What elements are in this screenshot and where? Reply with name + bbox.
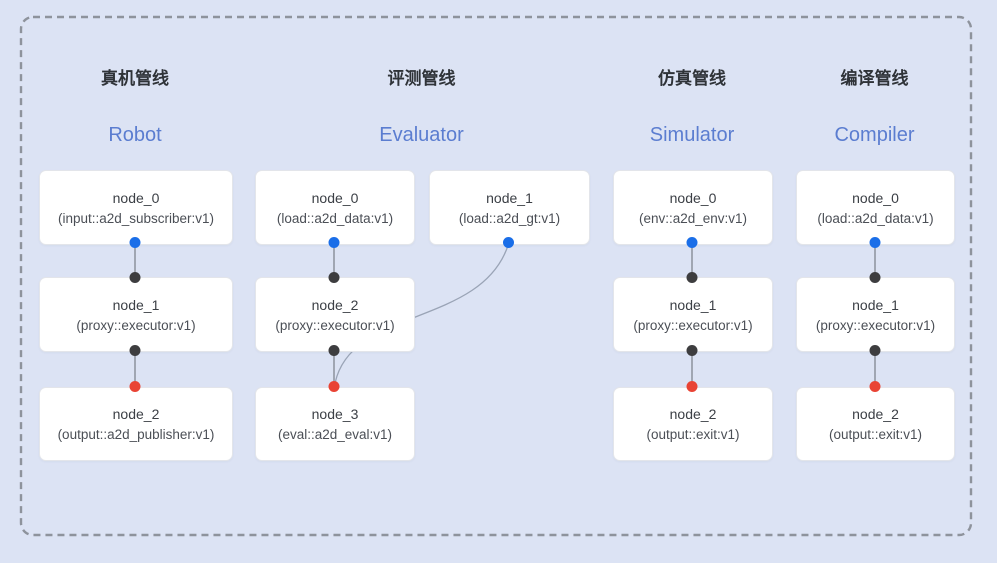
node-box-simulator-2: node_2 (output::exit:v1) (613, 387, 773, 461)
pipeline-title-cn-simulator: 仿真管线 (658, 69, 726, 88)
node-box-evaluator-0: node_0 (load::a2d_data:v1) (255, 170, 415, 245)
node-subtitle: (proxy::executor:v1) (76, 317, 196, 333)
node-subtitle: (eval::a2d_eval:v1) (277, 427, 393, 442)
node-box-simulator-0: node_0 (env::a2d_env:v1) (613, 170, 773, 245)
node-title: node_0 (669, 189, 717, 206)
node-box-compiler-0: node_0 (load::a2d_data:v1) (796, 170, 955, 245)
node-box-evaluator-1-gt: node_1 (load::a2d_gt:v1) (429, 170, 590, 245)
node-box-evaluator-2: node_2 (proxy::executor:v1) (255, 277, 415, 352)
node-subtitle: (load::a2d_data:v1) (276, 210, 394, 226)
node-subtitle: (env::a2d_env:v1) (638, 210, 748, 226)
node-box-evaluator-3: node_3 (eval::a2d_eval:v1) (255, 387, 415, 461)
pipeline-title-cn-robot: 真机管线 (101, 69, 169, 88)
node-subtitle: (proxy::executor:v1) (275, 317, 395, 333)
pipeline-title-en-simulator: Simulator (649, 124, 735, 146)
pipeline-title-cn-evaluator: 评测管线 (387, 69, 456, 88)
node-box-simulator-1: node_1 (proxy::executor:v1) (613, 277, 773, 352)
node-subtitle: (input::a2d_subscriber:v1) (57, 210, 215, 226)
node-subtitle: (load::a2d_gt:v1) (458, 210, 561, 226)
node-title: node_0 (852, 189, 899, 206)
node-subtitle: (output::exit:v1) (646, 427, 740, 442)
node-box-robot-2: node_2 (output::a2d_publisher:v1) (39, 387, 233, 461)
pipeline-title-en-compiler: Compiler (834, 124, 915, 146)
node-subtitle: (load::a2d_data:v1) (817, 210, 934, 226)
node-subtitle: (output::a2d_publisher:v1) (57, 427, 215, 442)
node-subtitle: (proxy::executor:v1) (633, 317, 753, 333)
node-subtitle: (output::exit:v1) (828, 427, 923, 442)
node-title: node_1 (112, 296, 160, 313)
node-subtitle: (proxy::executor:v1) (815, 317, 936, 333)
node-box-robot-0: node_0 (input::a2d_subscriber:v1) (39, 170, 233, 245)
node-box-robot-1: node_1 (proxy::executor:v1) (39, 277, 233, 352)
node-title: node_0 (112, 189, 160, 206)
node-title: node_1 (669, 296, 717, 313)
node-title: node_0 (311, 189, 359, 206)
pipeline-title-en-evaluator: Evaluator (379, 124, 464, 146)
node-title: node_1 (852, 296, 899, 313)
node-box-compiler-2: node_2 (output::exit:v1) (796, 387, 955, 461)
node-title: node_3 (311, 406, 359, 422)
pipeline-title-en-robot: Robot (108, 124, 162, 146)
node-title: node_2 (669, 406, 717, 422)
pipeline-title-cn-compiler: 编译管线 (840, 69, 909, 88)
node-title: node_2 (311, 296, 359, 313)
node-box-compiler-1: node_1 (proxy::executor:v1) (796, 277, 955, 352)
node-title: node_2 (112, 406, 160, 422)
node-title: node_2 (852, 406, 899, 422)
node-title: node_1 (486, 189, 533, 206)
